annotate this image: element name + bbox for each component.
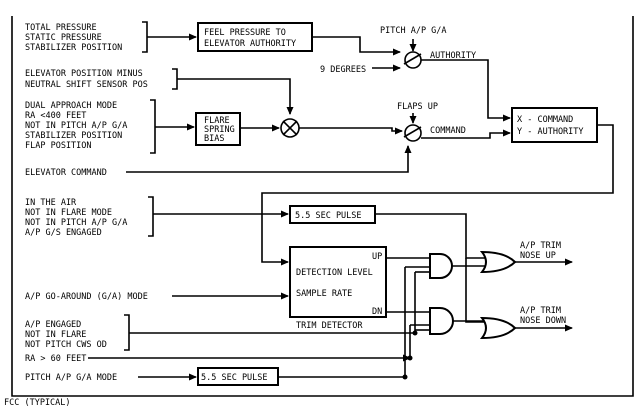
xy-line2: Y - AUTHORITY: [517, 127, 584, 137]
and-gate-up: [429, 253, 453, 279]
bracket-group3: [150, 99, 156, 154]
output-nose-up-line1: A/P TRIM: [520, 241, 561, 251]
xy-line1: X - COMMAND: [517, 115, 573, 125]
flare-spring-bias-block: [195, 112, 241, 146]
flare-bias-line2: SPRING: [204, 125, 235, 135]
bracket-group4: [148, 196, 154, 237]
trim-sample-rate: SAMPLE RATE: [296, 289, 352, 299]
pitch-ga-switch: [404, 51, 422, 69]
flaps-up-switch: [404, 124, 422, 142]
junction-dot-3: [412, 330, 418, 336]
trim-dn-label: DN: [372, 307, 382, 317]
output-nose-down-line1: A/P TRIM: [520, 306, 561, 316]
input-pitch-ga-mode: PITCH A/P G/A MODE: [25, 373, 117, 383]
or-gate-up: [479, 250, 517, 274]
fcc-frame: [11, 16, 634, 397]
bracket-group5: [124, 314, 130, 351]
feel-pressure-line2: ELEVATOR AUTHORITY: [204, 39, 296, 49]
input-not-in-flare: NOT IN FLARE: [25, 330, 86, 340]
input-not-flare-mode: NOT IN FLARE MODE: [25, 208, 112, 218]
input-stabilizer-position-2: STABILIZER POSITION: [25, 131, 122, 141]
and-gate-down: [429, 307, 454, 335]
input-go-around-mode: A/P GO-AROUND (G/A) MODE: [25, 292, 148, 302]
input-in-the-air: IN THE AIR: [25, 198, 77, 208]
input-dual-approach: DUAL APPROACH MODE: [25, 101, 117, 111]
bracket-group2: [172, 68, 178, 90]
output-nose-down-line2: NOSE DOWN: [520, 316, 566, 326]
flare-bias-line3: BIAS: [204, 134, 224, 144]
input-not-pitch-ga-2: NOT IN PITCH A/P G/A: [25, 218, 127, 228]
input-not-pitch-ga: NOT IN PITCH A/P G/A: [25, 121, 127, 131]
input-stabilizer-position: STABILIZER POSITION: [25, 43, 122, 53]
output-nose-up-line2: NOSE UP: [520, 251, 556, 261]
switch-flaps-up-label: FLAPS UP: [397, 102, 438, 112]
switch-pitch-ga-label: PITCH A/P G/A: [380, 26, 447, 36]
trim-detector-caption: TRIM DETECTOR: [296, 321, 363, 331]
input-neutral-shift-sensor: NEUTRAL SHIFT SENSOR POS: [25, 80, 148, 90]
junction-dot-1: [402, 374, 408, 380]
switch-authority-label: AUTHORITY: [430, 51, 476, 61]
pulse-bottom-label: 5.5 SEC PULSE: [201, 373, 268, 383]
trim-detector-block: [289, 246, 387, 318]
input-ra-60: RA > 60 FEET: [25, 354, 86, 364]
or-gate-down: [479, 316, 517, 340]
input-static-pressure: STATIC PRESSURE: [25, 33, 102, 43]
input-elevator-command: ELEVATOR COMMAND: [25, 168, 107, 178]
switch-9-degrees-label: 9 DEGREES: [320, 65, 366, 75]
trim-up-label: UP: [372, 252, 382, 262]
input-elevator-position-minus: ELEVATOR POSITION MINUS: [25, 69, 143, 79]
junction-dot-2: [407, 355, 413, 361]
input-total-pressure: TOTAL PRESSURE: [25, 23, 97, 33]
flare-bias-line1: FLARE: [204, 116, 230, 126]
input-ap-engaged: A/P ENGAGED: [25, 320, 81, 330]
fcc-footer-label: FCC (TYPICAL): [4, 398, 71, 408]
trim-detection-level: DETECTION LEVEL: [296, 268, 373, 278]
switch-command-label: COMMAND: [430, 126, 466, 136]
input-flap-position: FLAP POSITION: [25, 141, 92, 151]
pulse-top-label: 5.5 SEC PULSE: [295, 211, 362, 221]
input-ra-400: RA <400 FEET: [25, 111, 86, 121]
bracket-group1: [142, 21, 148, 53]
input-not-pitch-cws: NOT PITCH CWS OD: [25, 340, 107, 350]
input-gs-engaged: A/P G/S ENGAGED: [25, 228, 102, 238]
feel-pressure-line1: FEEL PRESSURE TO: [204, 28, 286, 38]
